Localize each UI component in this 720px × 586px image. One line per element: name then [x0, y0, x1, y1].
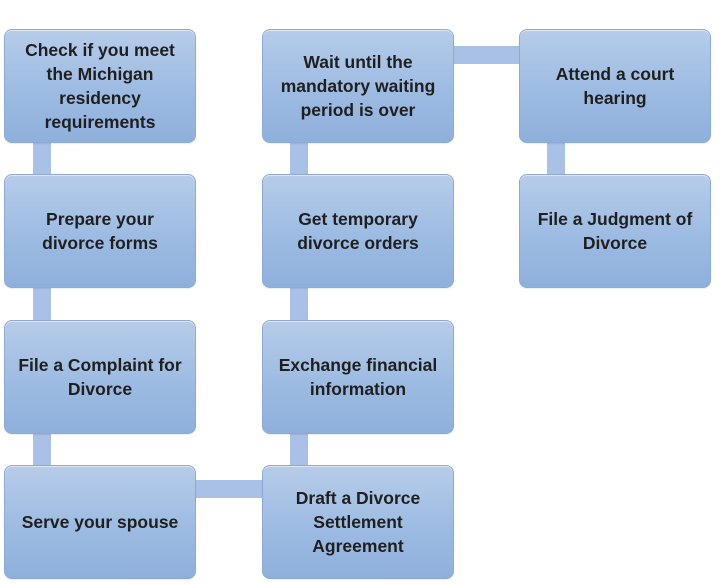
step-file-complaint-box: File a Complaint for Divorce — [4, 320, 196, 434]
connector-serve-to-draft — [196, 480, 266, 498]
connector-complaint-to-serve — [33, 431, 51, 467]
step-file-judgment-label: File a Judgment of Divorce — [537, 209, 693, 253]
step-wait-period-box: Wait until the mandatory waiting period … — [262, 29, 454, 143]
step-file-judgment-box: File a Judgment of Divorce — [519, 174, 711, 288]
step-serve-spouse-box: Serve your spouse — [4, 465, 196, 579]
connector-prepare-to-complaint — [33, 286, 51, 322]
connector-temporary-to-wait — [290, 141, 308, 176]
step-wait-period-label: Wait until the mandatory waiting period … — [280, 52, 436, 120]
step-file-complaint-label: File a Complaint for Divorce — [18, 355, 182, 399]
step-draft-settlement-box: Draft a Divorce Settlement Agreement — [262, 465, 454, 579]
connector-residency-to-prepare — [33, 141, 51, 176]
step-residency-box: Check if you meet the Michigan residency… — [4, 29, 196, 143]
step-temporary-orders-box: Get temporary divorce orders — [262, 174, 454, 288]
connector-hearing-to-judgment — [547, 141, 565, 176]
step-residency-label: Check if you meet the Michigan residency… — [25, 40, 175, 132]
step-prepare-forms-label: Prepare your divorce forms — [42, 209, 158, 253]
step-court-hearing-box: Attend a court hearing — [519, 29, 711, 143]
step-exchange-financial-label: Exchange financial information — [278, 355, 438, 399]
step-draft-settlement-label: Draft a Divorce Settlement Agreement — [295, 488, 421, 556]
connector-draft-to-exchange — [290, 431, 308, 467]
connector-wait-to-hearing — [453, 46, 521, 64]
step-prepare-forms-box: Prepare your divorce forms — [4, 174, 196, 288]
connector-exchange-to-temporary — [290, 286, 308, 322]
step-serve-spouse-label: Serve your spouse — [21, 512, 179, 532]
step-court-hearing-label: Attend a court hearing — [555, 64, 675, 108]
step-exchange-financial-box: Exchange financial information — [262, 320, 454, 434]
step-temporary-orders-label: Get temporary divorce orders — [297, 209, 419, 253]
